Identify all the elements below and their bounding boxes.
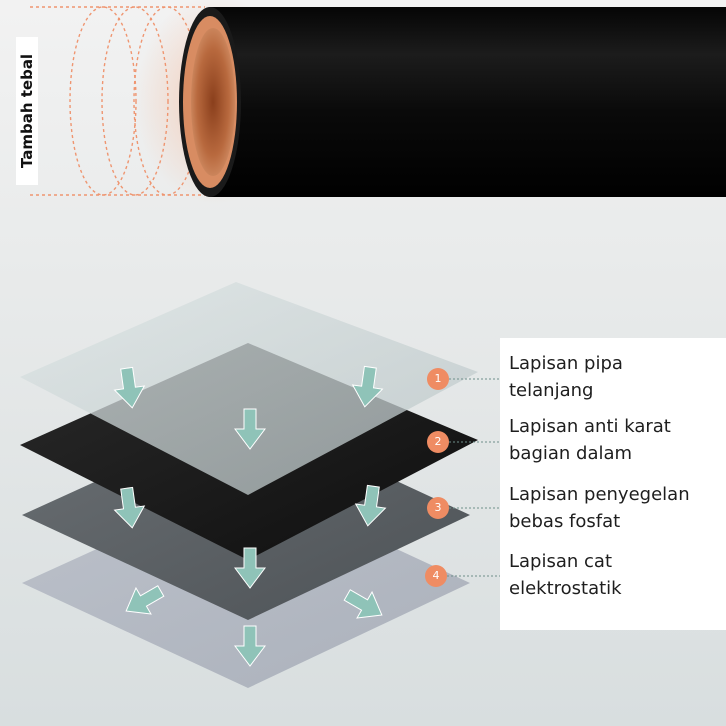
arrow-down-icon	[113, 366, 146, 409]
legend-item-4-line-2: elektrostatik	[509, 578, 622, 599]
legend-item-2: Lapisan anti karat bagian dalam	[509, 413, 724, 467]
legend-item-2-line-1: Lapisan anti karat	[509, 416, 671, 437]
legend-item-4: Lapisan cat elektrostatik	[509, 548, 724, 602]
layer-arrows	[113, 365, 387, 667]
legend-item-3-line-1: Lapisan penyegelan	[509, 484, 690, 505]
layer-4-badge: 4	[425, 565, 447, 587]
legend-item-3: Lapisan penyegelan bebas fosfat	[509, 481, 724, 535]
arrow-down-icon	[234, 408, 266, 450]
layer-2-badge: 2	[427, 431, 449, 453]
arrow-down-icon	[351, 365, 384, 408]
plate-1	[20, 282, 478, 495]
legend-item-1-line-1: Lapisan pipa	[509, 353, 623, 374]
arrow-down-icon	[234, 547, 266, 589]
legend-item-1-line-2: telanjang	[509, 380, 594, 401]
pipe-illustration	[30, 0, 726, 205]
layer-3-badge: 3	[427, 497, 449, 519]
pipe-bore	[191, 28, 235, 176]
pipe-body	[180, 7, 726, 197]
layer-1-badge: 1	[427, 368, 449, 390]
arrow-down-icon	[113, 486, 146, 529]
legend-item-2-line-2: bagian dalam	[509, 443, 633, 464]
legend-panel	[500, 338, 726, 630]
leader-lines	[447, 378, 500, 577]
arrow-down-right-icon	[343, 589, 383, 619]
legend-item-1: Lapisan pipa telanjang	[509, 350, 724, 404]
legend-item-3-line-2: bebas fosfat	[509, 511, 621, 532]
arrow-down-icon	[354, 484, 387, 527]
arrow-down-left-icon	[125, 585, 165, 615]
legend-item-4-line-1: Lapisan cat	[509, 551, 613, 572]
arrow-down-icon	[234, 625, 266, 667]
thickness-label: Tambah tebal	[16, 37, 38, 185]
